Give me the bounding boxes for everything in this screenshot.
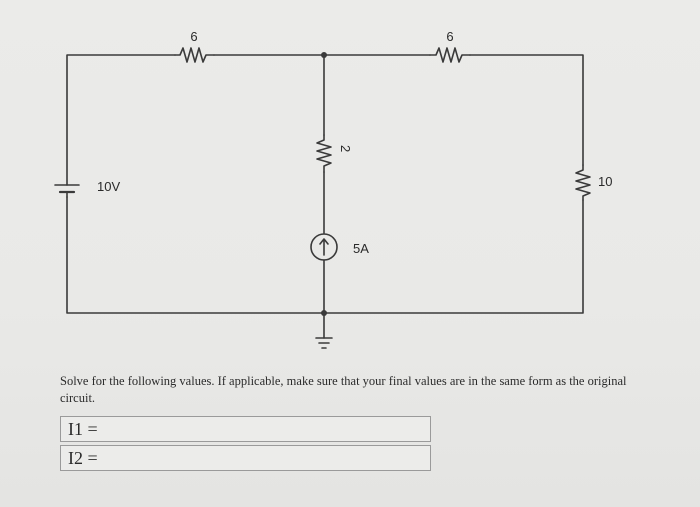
label-voltage-source: 10V [97, 179, 120, 194]
resistor-right [575, 164, 591, 201]
answer-label-i1: I1 = [68, 419, 98, 439]
label-current-source: 5A [353, 241, 369, 256]
wire-top-right [469, 54, 584, 166]
label-middle-resistor: 2 [338, 145, 353, 152]
label-right-resistor: 10 [598, 174, 612, 189]
answer-box-i1[interactable]: I1 = [60, 416, 431, 442]
label-top-left-resistor: 6 [190, 29, 197, 44]
resistor-top-left [174, 47, 215, 63]
answer-box-i2[interactable]: I2 = [60, 445, 431, 471]
node-bottom [321, 310, 327, 316]
label-top-right-resistor: 6 [446, 29, 453, 44]
problem-prompt: Solve for the following values. If appli… [60, 374, 627, 405]
wire-top-left [66, 54, 176, 186]
current-source-arrow [319, 238, 329, 256]
node-top [321, 52, 327, 58]
wire-right-lower [323, 199, 584, 314]
resistor-top-right [429, 47, 471, 63]
wire-bottom-left [66, 196, 325, 314]
answer-label-i2: I2 = [68, 448, 98, 468]
resistor-middle [316, 134, 332, 173]
